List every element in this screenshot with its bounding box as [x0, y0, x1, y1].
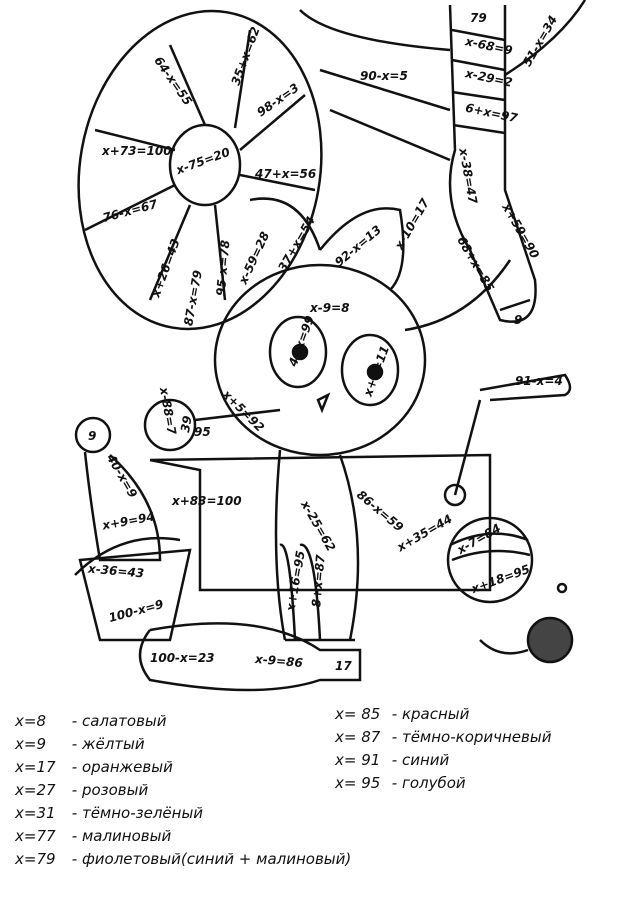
color-key-row: x= 85 - красный — [335, 705, 469, 723]
key-value: x=79 — [15, 850, 56, 868]
key-color-name: синий — [401, 751, 450, 769]
key-dash: - — [387, 774, 402, 792]
color-key-row: x=8 - салатовый — [15, 712, 167, 730]
bowling-pin — [74, 416, 162, 562]
lying-pin — [138, 622, 362, 692]
color-key-row: x= 95 - голубой — [335, 774, 466, 792]
equation-label: 90-x=5 — [360, 69, 408, 83]
equation-label: 39 — [178, 414, 195, 434]
color-key-row: x= 91 - синий — [335, 751, 449, 769]
key-color-name: тёмно-зелёный — [81, 804, 204, 822]
ball — [446, 516, 534, 604]
key-value: x=27 — [15, 781, 56, 799]
key-value: x=17 — [15, 758, 56, 776]
bucket — [74, 536, 192, 642]
key-value: x=8 — [15, 712, 46, 730]
music-box — [149, 373, 572, 592]
key-dash: - — [67, 850, 82, 868]
key-value: x=9 — [15, 735, 46, 753]
key-dash: - — [67, 781, 82, 799]
color-key-row: x=77 - малиновый — [15, 827, 171, 845]
color-key-row: x=31 - тёмно-зелёный — [15, 804, 203, 822]
key-value: x= 95 — [335, 774, 381, 792]
key-color-name: красный — [401, 705, 470, 723]
key-color-name: оранжевый — [81, 758, 173, 776]
equation-label: x+73=100 — [102, 144, 172, 158]
key-dash: - — [387, 728, 402, 746]
key-value: x=31 — [15, 804, 56, 822]
key-color-name: салатовый — [81, 712, 167, 730]
key-dash: - — [387, 751, 402, 769]
key-color-name: розовый — [81, 781, 149, 799]
color-key-row: x= 87 - тёмно-коричневый — [335, 728, 551, 746]
equation-label: 100-x=23 — [150, 651, 215, 665]
equation-label: 9 — [514, 313, 523, 327]
equation-label: 47+x=56 — [255, 167, 317, 181]
key-color-name: фиолетовый(синий + малиновый) — [81, 850, 352, 868]
key-value: x= 91 — [335, 751, 381, 769]
horn-arm — [299, 9, 451, 162]
key-value: x= 87 — [335, 728, 381, 746]
key-dash: - — [67, 712, 82, 730]
equation-label: 9 — [88, 429, 97, 443]
equation-label: 17 — [335, 659, 352, 673]
color-key-row: x=27 - розовый — [15, 781, 148, 799]
key-dash: - — [387, 705, 402, 723]
cat — [213, 197, 512, 642]
equation-label: 95 — [194, 425, 211, 439]
key-value: x=77 — [15, 827, 56, 845]
key-dash: - — [67, 804, 82, 822]
equation-label: 79 — [470, 11, 487, 25]
equation-label: 91-x=4 — [515, 374, 563, 388]
color-key-row: x=17 - оранжевый — [15, 758, 173, 776]
sock — [448, 0, 587, 323]
equation-label: x-9=8 — [310, 301, 350, 315]
gramophone-horn — [77, 9, 323, 331]
key-color-name: тёмно-коричневый — [401, 728, 552, 746]
equation-label: x+83=100 — [172, 494, 242, 508]
color-key-row: x=79 - фиолетовый(синий + малиновый) — [15, 850, 351, 868]
key-dash: - — [67, 827, 82, 845]
color-key-row: x=9 - жёлтый — [15, 735, 145, 753]
key-color-name: голубой — [401, 774, 466, 792]
key-dash: - — [67, 758, 82, 776]
key-color-name: жёлтый — [81, 735, 145, 753]
key-dash: - — [67, 735, 82, 753]
coloring-illustration — [74, 0, 587, 692]
rattle — [143, 398, 281, 452]
key-value: x= 85 — [335, 705, 381, 723]
key-color-name: малиновый — [81, 827, 172, 845]
yarn-ball — [479, 582, 574, 664]
